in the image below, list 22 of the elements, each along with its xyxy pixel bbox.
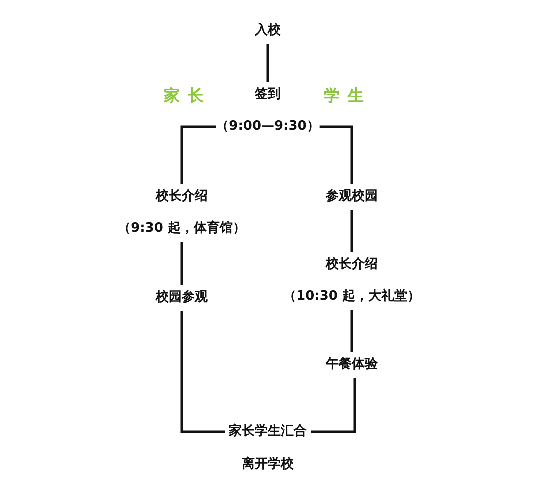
step-label: 校园参观 bbox=[156, 289, 208, 307]
connector-line bbox=[350, 210, 354, 252]
step-label: 离开学校 bbox=[242, 456, 294, 474]
time-place-note: （9:00—9:30） bbox=[216, 118, 320, 136]
connector-line bbox=[311, 378, 356, 434]
time-place-note: （9:30 起，体育馆） bbox=[118, 220, 246, 238]
role-heading: 家长 bbox=[164, 87, 212, 105]
step-label: 午餐体验 bbox=[326, 356, 378, 374]
connector-line bbox=[180, 126, 216, 184]
role-heading: 学生 bbox=[324, 87, 372, 105]
time-place-note: （10:30 起，大礼堂） bbox=[284, 288, 420, 306]
step-label: 校长介绍 bbox=[156, 188, 208, 206]
connector-line bbox=[180, 242, 184, 285]
connector-line bbox=[350, 310, 354, 352]
step-label: 签到 bbox=[255, 86, 281, 104]
step-label: 家长学生汇合 bbox=[229, 423, 307, 441]
connector-line bbox=[180, 311, 225, 434]
step-label: 参观校园 bbox=[326, 188, 378, 206]
connector-line bbox=[266, 44, 270, 82]
connector-line bbox=[320, 126, 354, 184]
step-label: 入校 bbox=[255, 22, 281, 40]
step-label: 校长介绍 bbox=[326, 256, 378, 274]
